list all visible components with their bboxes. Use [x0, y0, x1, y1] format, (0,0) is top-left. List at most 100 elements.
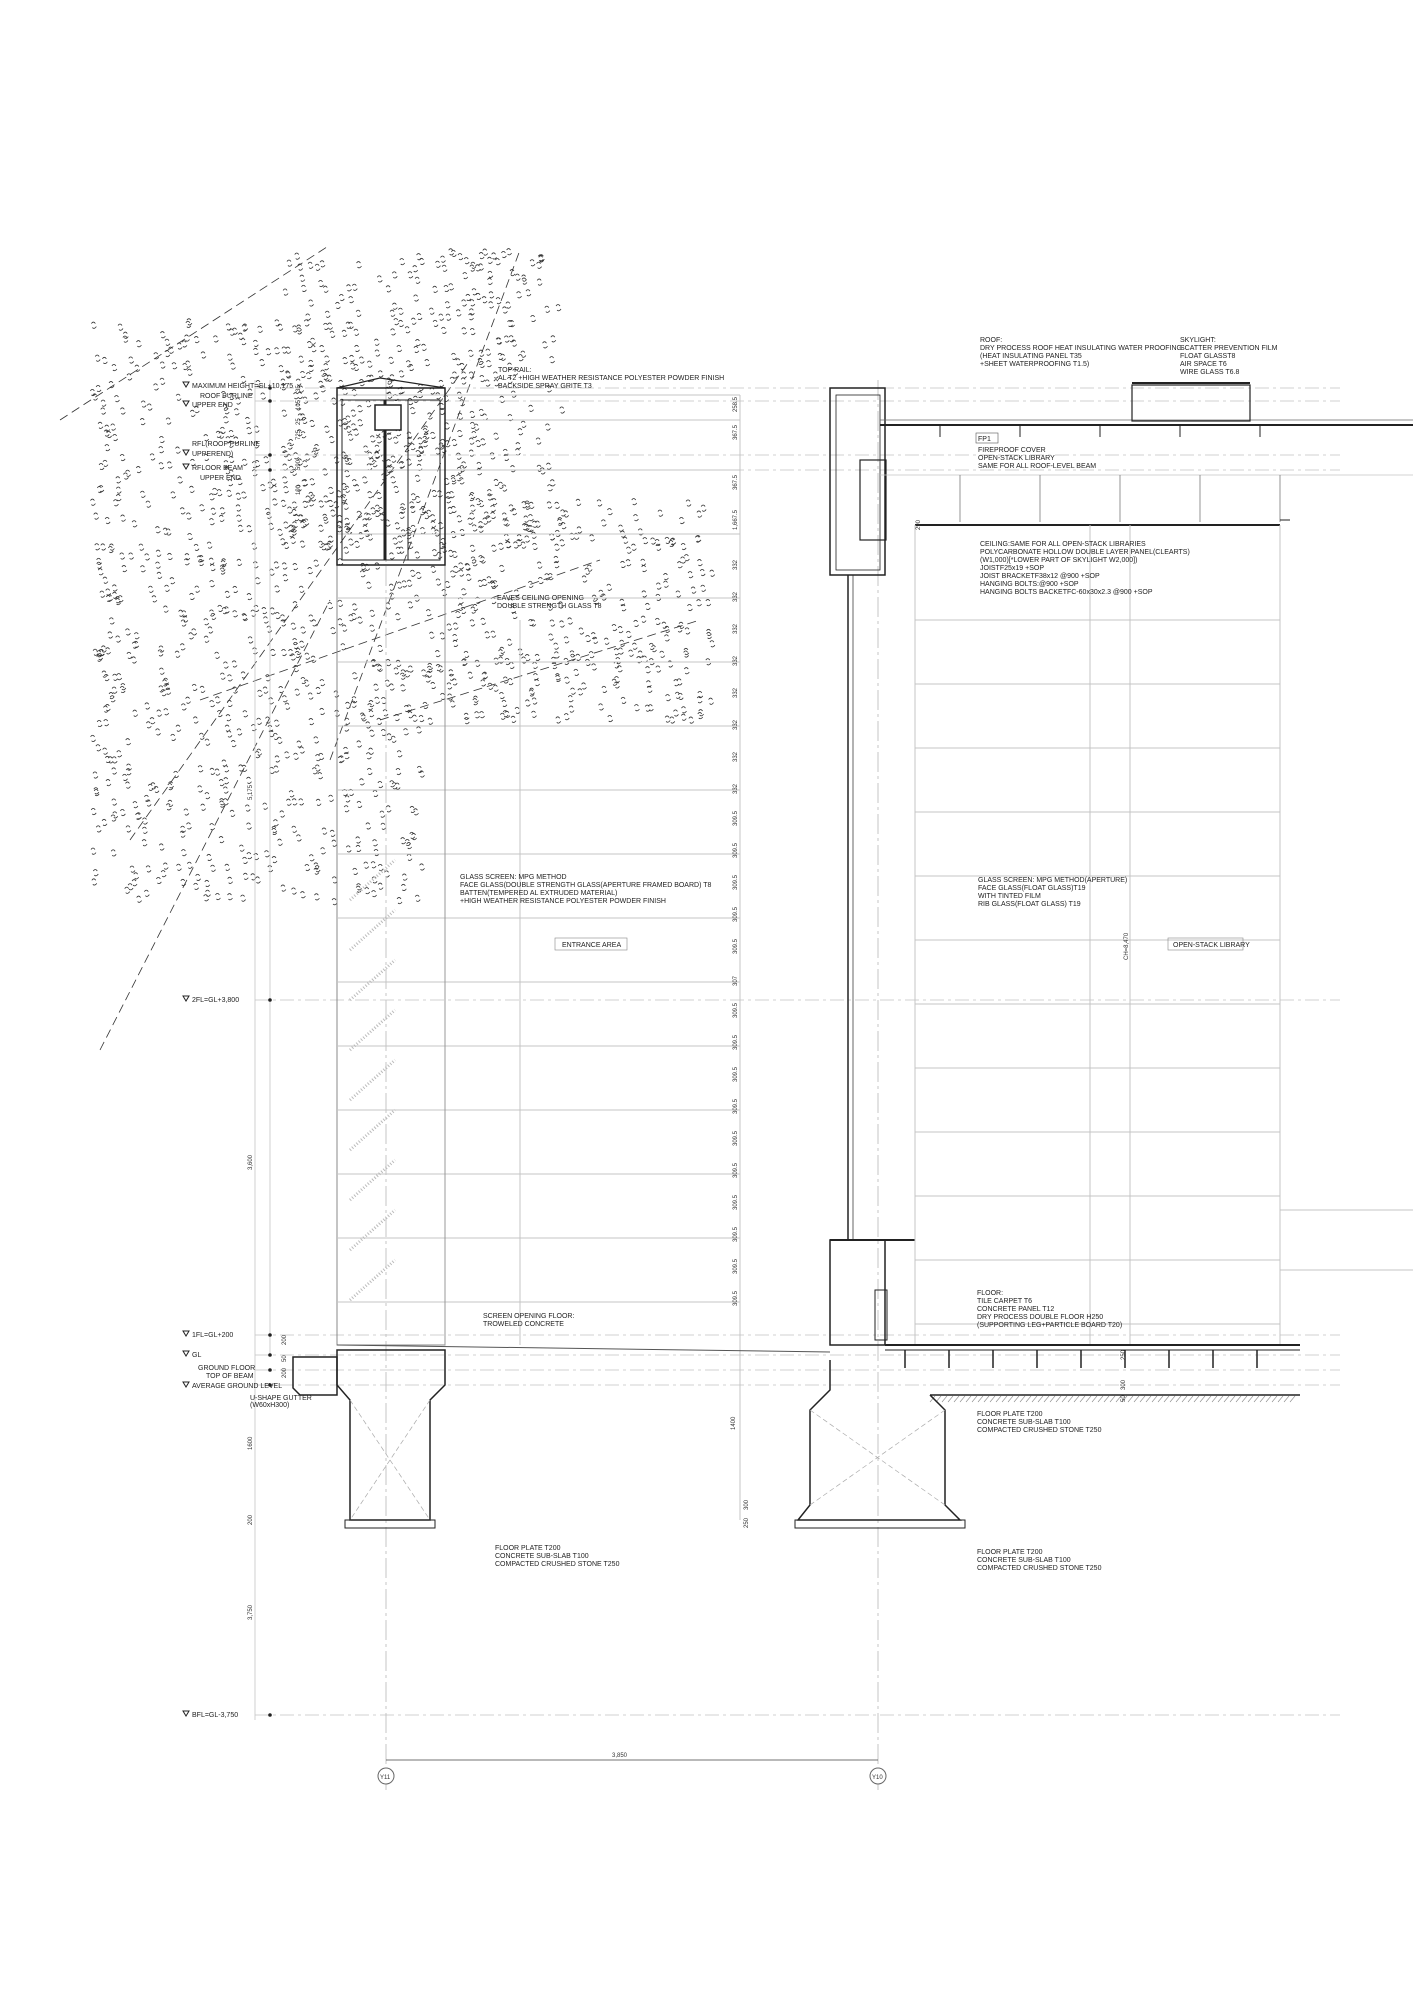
leaf-cluster-icon	[625, 559, 632, 567]
leaf-cluster-icon	[377, 882, 384, 890]
leaf-cluster-icon	[506, 638, 513, 646]
mullion-dimension-label: 309.5	[733, 1066, 739, 1082]
leaf-cluster-icon	[109, 543, 115, 551]
leaf-cluster-icon	[300, 370, 306, 379]
leaf-cluster-icon	[431, 489, 438, 497]
leaf-cluster-icon	[277, 323, 284, 331]
tree-branch-line	[379, 619, 701, 721]
leaf-cluster-icon	[184, 334, 190, 342]
leaf-cluster-icon	[695, 534, 702, 543]
leaf-cluster-icon	[432, 549, 438, 557]
leaf-cluster-icon	[524, 502, 531, 510]
skylight-note: WIRE GLASS T6.8	[1180, 369, 1239, 376]
leaf-cluster-icon	[477, 579, 484, 587]
leaf-cluster-icon	[390, 328, 396, 336]
leaf-cluster-icon	[554, 529, 561, 537]
leaf-cluster-icon	[469, 410, 476, 418]
leaf-cluster-icon	[386, 733, 393, 741]
leaf-cluster-icon	[218, 836, 225, 844]
leaf-cluster-icon	[293, 452, 299, 460]
leaf-cluster-icon	[531, 531, 537, 539]
leaf-cluster-icon	[409, 501, 415, 509]
leaf-cluster-icon	[577, 688, 584, 696]
glass-screen-left	[336, 394, 446, 1346]
leaf-cluster-icon	[482, 517, 489, 525]
leaf-cluster-icon	[455, 452, 462, 460]
leaf-cluster-icon	[614, 681, 620, 689]
leaf-cluster-icon	[322, 285, 329, 293]
leaf-cluster-icon	[100, 407, 107, 415]
leaf-cluster-icon	[664, 715, 671, 723]
leaf-cluster-icon	[320, 385, 326, 393]
leaf-cluster-icon	[398, 319, 404, 327]
slab-hatch	[1103, 1395, 1110, 1403]
leaf-cluster-icon	[193, 882, 199, 890]
leaf-cluster-icon	[214, 696, 221, 704]
leaf-cluster-icon	[175, 393, 182, 401]
leaf-cluster-icon	[451, 505, 457, 514]
leaf-cluster-icon	[117, 323, 124, 331]
slab-hatch	[1241, 1395, 1248, 1403]
leaf-cluster-icon	[487, 256, 493, 264]
leaf-cluster-icon	[645, 666, 651, 674]
leaf-cluster-icon	[143, 889, 150, 897]
leaf-cluster-icon	[563, 636, 570, 644]
leaf-cluster-icon	[344, 795, 351, 803]
leaf-cluster-icon	[346, 284, 352, 292]
leaf-cluster-icon	[365, 822, 372, 830]
leaf-cluster-icon	[159, 667, 165, 675]
slab-hatch	[1097, 1395, 1104, 1403]
leaf-cluster-icon	[370, 861, 377, 869]
leaf-cluster-icon	[122, 331, 129, 339]
leaf-cluster-icon	[507, 319, 513, 328]
leaf-cluster-icon	[472, 603, 479, 612]
leaf-cluster-icon	[321, 827, 328, 835]
leaf-cluster-icon	[199, 504, 205, 512]
leaf-cluster-icon	[99, 590, 106, 598]
leaf-cluster-icon	[469, 327, 476, 336]
leaf-cluster-icon	[361, 714, 367, 722]
leaf-cluster-icon	[168, 346, 174, 354]
leaf-cluster-icon	[282, 476, 288, 484]
leaf-cluster-icon	[338, 379, 344, 388]
leaf-cluster-icon	[555, 674, 561, 682]
leaf-cluster-icon	[488, 291, 495, 299]
leaf-cluster-icon	[326, 374, 333, 382]
leaf-cluster-icon	[120, 514, 126, 522]
leaf-cluster-icon	[317, 772, 324, 780]
leaf-cluster-icon	[550, 335, 557, 343]
leaf-cluster-icon	[125, 781, 131, 789]
leaf-cluster-icon	[125, 825, 132, 833]
glass-screen-left-note: FACE GLASS(DOUBLE STRENGTH GLASS(APERTUR…	[460, 882, 712, 889]
leaf-cluster-icon	[302, 460, 308, 468]
leaf-cluster-icon	[131, 520, 138, 528]
footing-right	[794, 1519, 966, 1529]
leaf-cluster-icon	[304, 652, 311, 660]
leaf-cluster-icon	[385, 285, 392, 293]
grid-label-y10: Y10	[872, 1775, 883, 1781]
slab-hatch	[1151, 1395, 1158, 1403]
leaf-cluster-icon	[282, 450, 289, 458]
leaf-cluster-icon	[644, 602, 651, 610]
mullion-dimension-label: 367.5	[733, 474, 739, 490]
leaf-cluster-icon	[418, 445, 425, 453]
leaf-cluster-icon	[219, 798, 225, 806]
leaf-cluster-icon	[631, 543, 637, 551]
leaf-cluster-icon	[415, 339, 421, 347]
leaf-cluster-icon	[206, 541, 213, 549]
dimension-label: 3,600	[248, 1154, 254, 1170]
leaf-cluster-icon	[648, 658, 655, 666]
leaf-cluster-icon	[575, 653, 582, 661]
leaf-cluster-icon	[329, 330, 336, 338]
leaf-cluster-icon	[457, 429, 463, 438]
slab-hatch	[1037, 1395, 1044, 1403]
leaf-cluster-icon	[427, 717, 434, 725]
leaf-cluster-icon	[414, 276, 421, 284]
leaf-cluster-icon	[631, 498, 638, 506]
leaf-cluster-icon	[227, 876, 233, 884]
glass-hatch	[349, 908, 396, 952]
leaf-cluster-icon	[223, 416, 229, 424]
leaf-cluster-icon	[319, 679, 326, 687]
leaf-cluster-icon	[370, 507, 377, 515]
dimension-label: 725	[296, 429, 302, 440]
